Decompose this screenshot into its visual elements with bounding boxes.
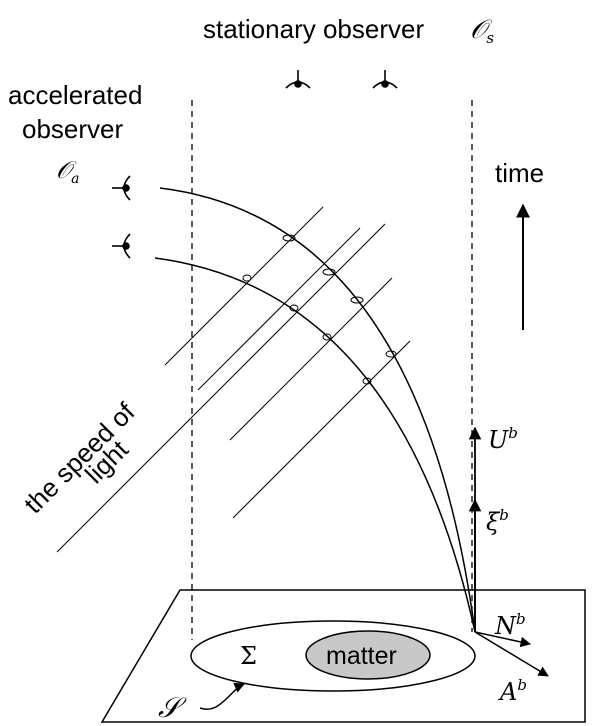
stationary-observer-label: stationary observer (203, 14, 424, 44)
light-cone-marker (362, 377, 372, 385)
light-cone-marker (242, 274, 252, 282)
eye-icon (112, 233, 131, 259)
accelerated-worldline-outer (159, 187, 476, 633)
accelerated-worldline-inner (154, 257, 476, 633)
eye-icon (112, 175, 131, 201)
light-rays (56, 206, 411, 553)
light-cone-marker (350, 296, 364, 304)
light-cone-marker (322, 268, 336, 276)
accelerated-observer-label-line2: observer (22, 114, 123, 144)
hypersurface-plane (100, 589, 586, 723)
a-vector-label: Ab (498, 676, 527, 706)
light-ray (197, 227, 361, 391)
a-vector-arrow (474, 631, 549, 677)
light-cone-marker (289, 304, 299, 312)
light-cone-marker (322, 333, 332, 341)
accelerated-observer-subscript: a (71, 171, 79, 187)
surface-pointer-arrow (199, 682, 245, 710)
accelerated-observer-label-line1: accelerated (8, 80, 142, 110)
eye-icon (285, 70, 311, 89)
sigma-label: Σ (240, 642, 257, 670)
light-cone-marker (282, 234, 296, 242)
light-ray (232, 340, 411, 519)
light-ray (164, 206, 324, 366)
surface-label: 𝒮 (158, 691, 187, 724)
stationary-observer-subscript: s (486, 29, 494, 47)
xi-vector-superscript: b (499, 506, 509, 524)
a-vector-superscript: b (517, 676, 527, 694)
sigma-region (190, 620, 476, 692)
n-vector-superscript: b (516, 610, 526, 628)
eye-icon (372, 70, 398, 89)
light-cone-marker (385, 350, 397, 358)
accelerated-observer-symbol: 𝒪a (56, 156, 79, 187)
light-cone-markers (242, 234, 397, 385)
xi-vector-label: ξb (486, 506, 509, 536)
n-vector-arrow (474, 631, 532, 648)
u-vector-superscript: b (508, 424, 518, 442)
stationary-observer-symbol: 𝒪s (470, 15, 494, 47)
light-ray (56, 223, 386, 553)
n-vector-label: Nb (494, 610, 526, 640)
matter-label: matter (326, 642, 397, 670)
matter-region (305, 630, 431, 680)
time-label: time (495, 158, 544, 188)
u-vector-label: Ub (488, 424, 518, 454)
light-ray (229, 277, 393, 441)
